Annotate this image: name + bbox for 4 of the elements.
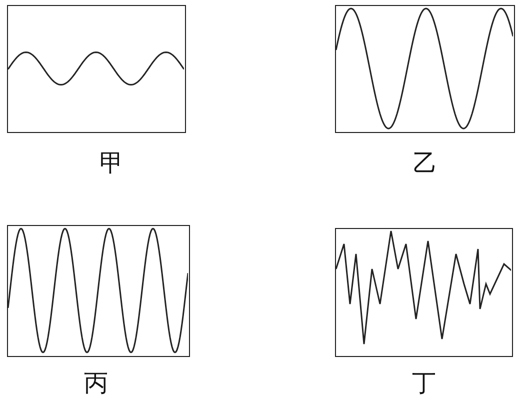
panel-label: 甲 (100, 151, 124, 175)
panel-label: 丁 (412, 371, 436, 395)
panel-label: 丙 (84, 371, 108, 395)
panel-label: 乙 (413, 151, 437, 175)
